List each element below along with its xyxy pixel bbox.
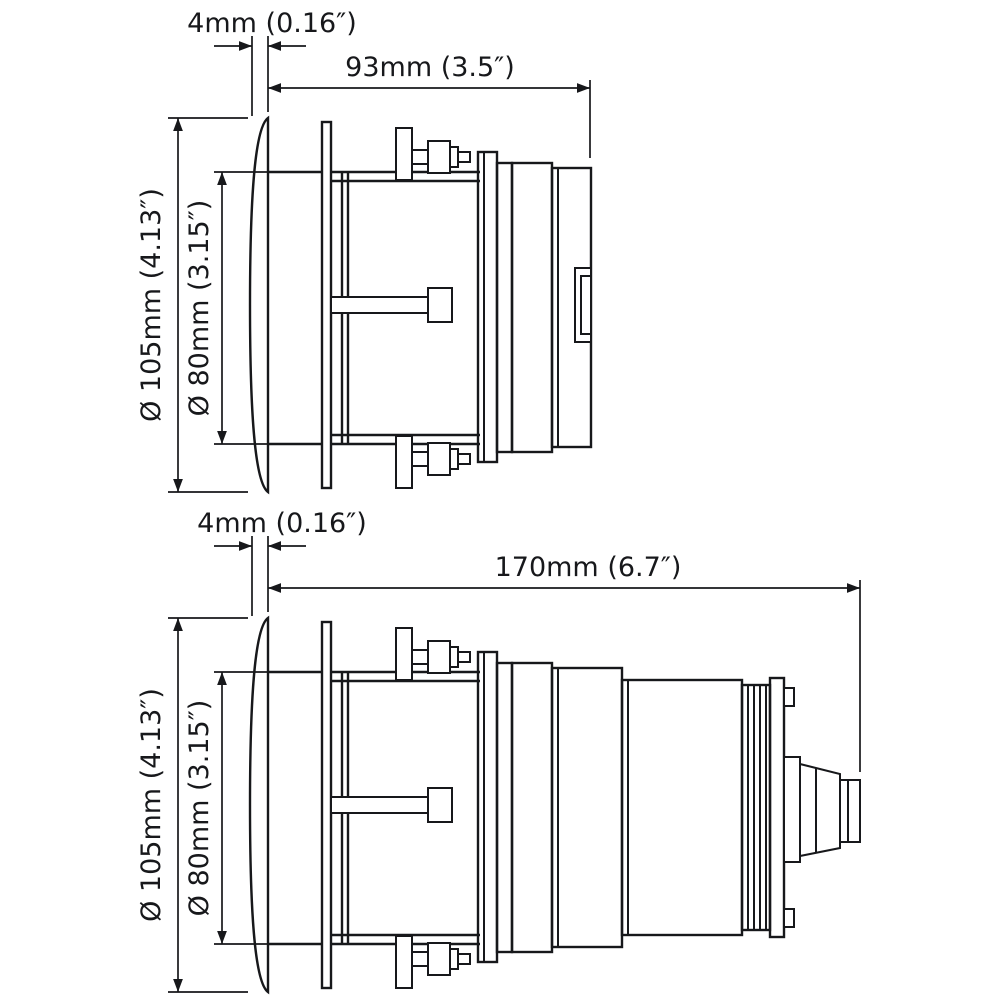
connector-port <box>574 267 592 343</box>
connector-plug <box>799 762 841 858</box>
length-label: 93mm (3.5″) <box>345 52 515 83</box>
dimension-annotations: 4mm (0.16″) 93mm (3.5″) Ø 105mm (4.13″) … <box>136 8 591 493</box>
view-long-body: 4mm (0.16″) 170mm (6.7″) Ø 105mm (4.13″)… <box>136 508 861 995</box>
bolt-head <box>427 942 451 976</box>
bolt-shaft <box>411 951 429 967</box>
length-label: 170mm (6.7″) <box>495 552 682 583</box>
bolt-bracket <box>395 435 413 489</box>
rear-housing <box>476 650 861 964</box>
bolt-stud <box>457 151 471 163</box>
clamp-bolt-bottom <box>395 935 471 989</box>
flange-thickness-extension-lines <box>251 36 269 116</box>
bolt-washer <box>449 146 459 168</box>
flange-thickness-label: 4mm (0.16″) <box>197 508 367 539</box>
bolt-stud <box>457 651 471 663</box>
dimension-annotations: 4mm (0.16″) 170mm (6.7″) Ø 105mm (4.13″)… <box>136 508 861 993</box>
housing-mid <box>510 161 554 454</box>
flange-thickness-extension-lines <box>251 536 269 616</box>
end-cap-tab-bottom <box>783 908 795 928</box>
flange-profile <box>248 615 270 995</box>
flange-profile <box>248 115 270 495</box>
rib-lines <box>747 685 767 930</box>
bolt-washer <box>449 646 459 668</box>
bolt-shaft <box>411 149 429 165</box>
bolt-head <box>427 140 451 174</box>
body-diameter-extension-lines <box>214 671 320 945</box>
bolt-washer <box>449 948 459 970</box>
bolt-bracket <box>395 935 413 989</box>
connector-mount <box>783 756 801 863</box>
housing-ring <box>476 150 499 464</box>
bolt-stud <box>457 453 471 465</box>
flange-diameter-label: Ø 105mm (4.13″) <box>136 688 167 922</box>
bolt-head <box>427 640 451 674</box>
body-diameter-extension-lines <box>214 171 320 445</box>
flange-diameter-label: Ø 105mm (4.13″) <box>136 188 167 422</box>
device-side-view <box>248 115 593 495</box>
motor-housing <box>620 678 744 937</box>
end-cap <box>768 676 786 939</box>
clamp-plate <box>320 620 333 990</box>
housing-step <box>495 661 514 954</box>
body-diameter-label: Ø 80mm (3.15″) <box>184 700 215 917</box>
clamp-plate <box>320 120 333 490</box>
housing-step <box>495 161 514 454</box>
housing-mid <box>510 661 554 954</box>
clamp-bolt-middle <box>330 787 453 823</box>
bolt-shaft <box>411 649 429 665</box>
bolt-head <box>427 787 453 823</box>
clamp-bolt-bottom <box>395 435 471 489</box>
connector-port-inner <box>580 275 592 335</box>
device-side-view <box>248 615 861 995</box>
bolt-washer <box>449 448 459 470</box>
housing-long <box>550 666 624 949</box>
bolt-bracket <box>395 127 413 181</box>
body-diameter-label: Ø 80mm (3.15″) <box>184 200 215 417</box>
flange-thickness-label: 4mm (0.16″) <box>187 8 357 39</box>
bolt-head <box>427 287 453 323</box>
connector-plug-end <box>839 779 861 843</box>
clamp-bolt-middle <box>330 287 453 323</box>
bolt-rod <box>330 796 429 814</box>
bolt-bracket <box>395 627 413 681</box>
end-cap-tab-top <box>783 687 795 707</box>
bolt-shaft <box>411 451 429 467</box>
clamp-bolt-top <box>395 127 471 181</box>
clamp-bolt-top <box>395 627 471 681</box>
bolt-rod <box>330 296 429 314</box>
housing-ring <box>476 650 499 964</box>
rear-housing <box>476 150 593 464</box>
view-short-body: 4mm (0.16″) 93mm (3.5″) Ø 105mm (4.13″) … <box>136 8 593 495</box>
bolt-head <box>427 442 451 476</box>
bolt-stud <box>457 953 471 965</box>
